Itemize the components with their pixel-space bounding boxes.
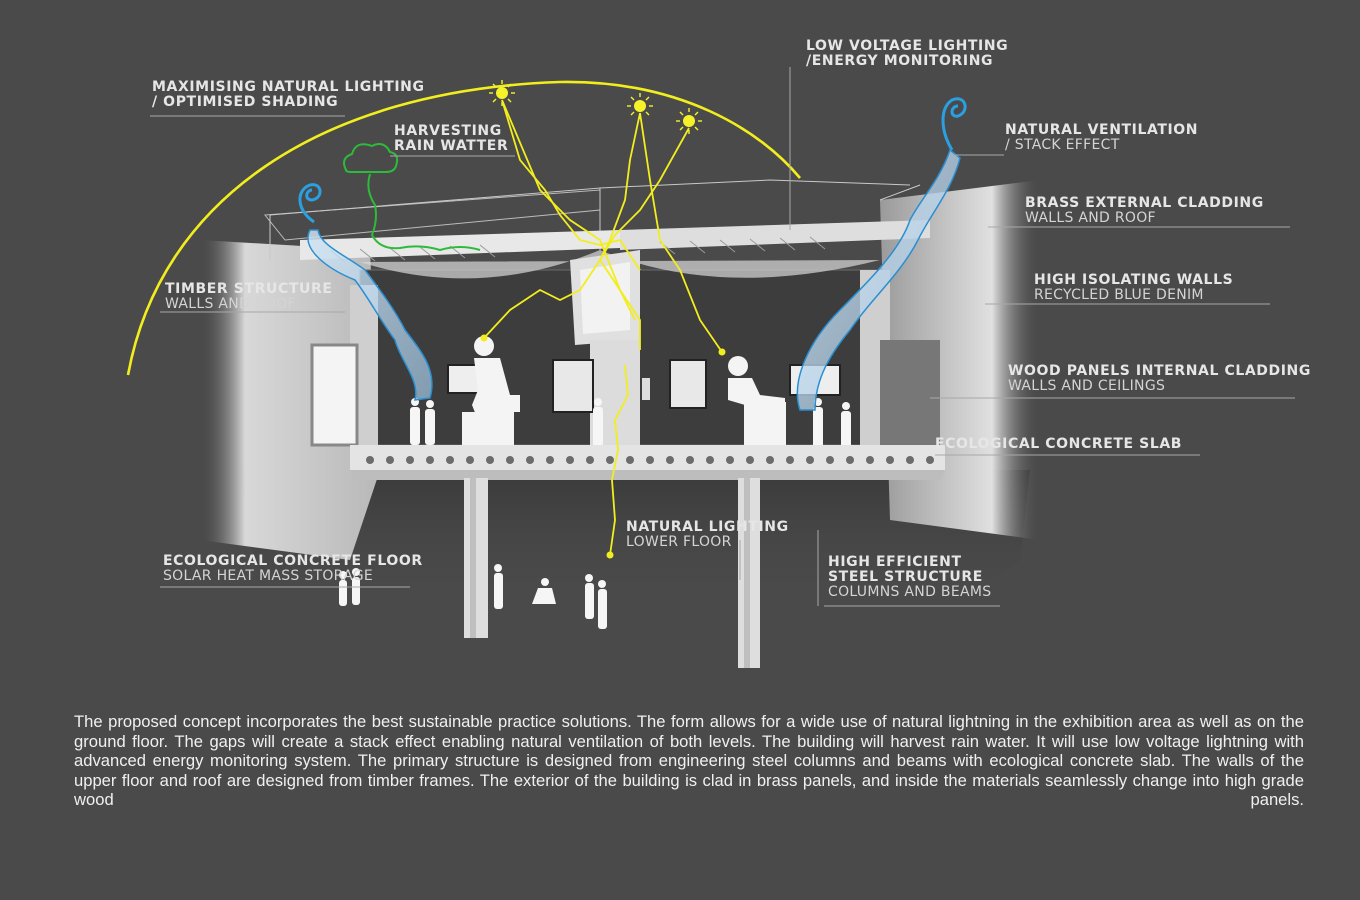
label-timber-structure-title: TIMBER STRUCTURE <box>165 281 333 297</box>
visitors-upper <box>410 398 851 451</box>
lower-floor <box>240 470 1030 610</box>
label-wood-panels-title: WOOD PANELS INTERNAL CLADDING <box>1008 363 1311 379</box>
label-timber-structure: TIMBER STRUCTURE WALLS AND ROOF <box>165 282 333 312</box>
concept-description: The proposed concept incorporates the be… <box>74 712 1304 810</box>
label-low-voltage: LOW VOLTAGE LIGHTING /ENERGY MONITORING <box>806 39 1008 69</box>
rain-pipe <box>367 173 481 252</box>
label-rain-harvesting-title-2: RAIN WATTER <box>394 138 509 154</box>
label-ventilation-sub: / STACK EFFECT <box>1005 137 1120 153</box>
light-rays <box>480 99 726 559</box>
label-brass-cladding-title: BRASS EXTERNAL CLADDING <box>1025 195 1264 211</box>
label-isolating-walls-sub: RECYCLED BLUE DENIM <box>1034 287 1204 303</box>
label-concrete-floor: ECOLOGICAL CONCRETE FLOOR SOLAR HEAT MAS… <box>163 554 423 584</box>
label-natural-lighting-title: MAXIMISING NATURAL LIGHTING <box>152 79 425 95</box>
label-natural-lighting-title-2: / OPTIMISED SHADING <box>152 94 339 110</box>
label-concrete-slab-title: ECOLOGICAL CONCRETE SLAB <box>935 436 1183 452</box>
airflow-swirl-icon <box>941 97 967 151</box>
label-steel-structure: HIGH EFFICIENT STEEL STRUCTURE COLUMNS A… <box>828 555 991 600</box>
label-low-voltage-title-2: /ENERGY MONITORING <box>806 53 994 69</box>
label-rain-harvesting: HARVESTING RAIN WATTER <box>394 124 508 154</box>
label-isolating-walls-title: HIGH ISOLATING WALLS <box>1034 272 1234 288</box>
label-brass-cladding: BRASS EXTERNAL CLADDING WALLS AND ROOF <box>1025 196 1264 226</box>
label-brass-cladding-sub: WALLS AND ROOF <box>1025 210 1156 226</box>
sculptures <box>462 336 786 450</box>
visitors-lower <box>339 564 607 629</box>
label-steel-structure-title-2: STEEL STRUCTURE <box>828 569 983 585</box>
airflow-right <box>796 148 961 411</box>
airflow-swirl-icon <box>298 183 322 224</box>
label-concrete-slab: ECOLOGICAL CONCRETE SLAB <box>935 437 1182 452</box>
label-isolating-walls: HIGH ISOLATING WALLS RECYCLED BLUE DENIM <box>1034 273 1233 303</box>
label-steel-structure-title: HIGH EFFICIENT <box>828 554 962 570</box>
label-timber-structure-sub: WALLS AND ROOF <box>165 296 296 312</box>
label-natural-lighting-lower-title: NATURAL LIGHTING <box>626 519 789 535</box>
cloud-icon <box>343 143 399 173</box>
label-ventilation-title: NATURAL VENTILATION <box>1005 122 1199 138</box>
label-steel-structure-sub: COLUMNS AND BEAMS <box>828 584 992 600</box>
roof-truss <box>300 220 930 279</box>
label-wood-panels: WOOD PANELS INTERNAL CLADDING WALLS AND … <box>1008 364 1311 394</box>
label-wood-panels-sub: WALLS AND CEILINGS <box>1008 378 1166 394</box>
label-natural-lighting-lower: NATURAL LIGHTING LOWER FLOOR <box>626 520 789 550</box>
doorways <box>310 340 940 447</box>
central-skylight <box>570 250 640 345</box>
sun-path <box>126 80 801 376</box>
label-ventilation: NATURAL VENTILATION / STACK EFFECT <box>1005 123 1198 153</box>
label-concrete-floor-sub: SOLAR HEAT MASS STORAGE <box>163 568 374 584</box>
steel-columns <box>464 478 760 668</box>
label-natural-lighting: MAXIMISING NATURAL LIGHTING / OPTIMISED … <box>152 80 425 110</box>
label-low-voltage-title: LOW VOLTAGE LIGHTING <box>806 38 1009 54</box>
leader-lines <box>150 67 1295 607</box>
label-concrete-floor-title: ECOLOGICAL CONCRETE FLOOR <box>163 553 423 569</box>
label-rain-harvesting-title: HARVESTING <box>394 123 502 139</box>
concrete-slab <box>350 445 945 480</box>
label-natural-lighting-lower-sub: LOWER FLOOR <box>626 534 732 550</box>
airflow-left <box>307 229 433 401</box>
sun-icon <box>676 108 702 134</box>
